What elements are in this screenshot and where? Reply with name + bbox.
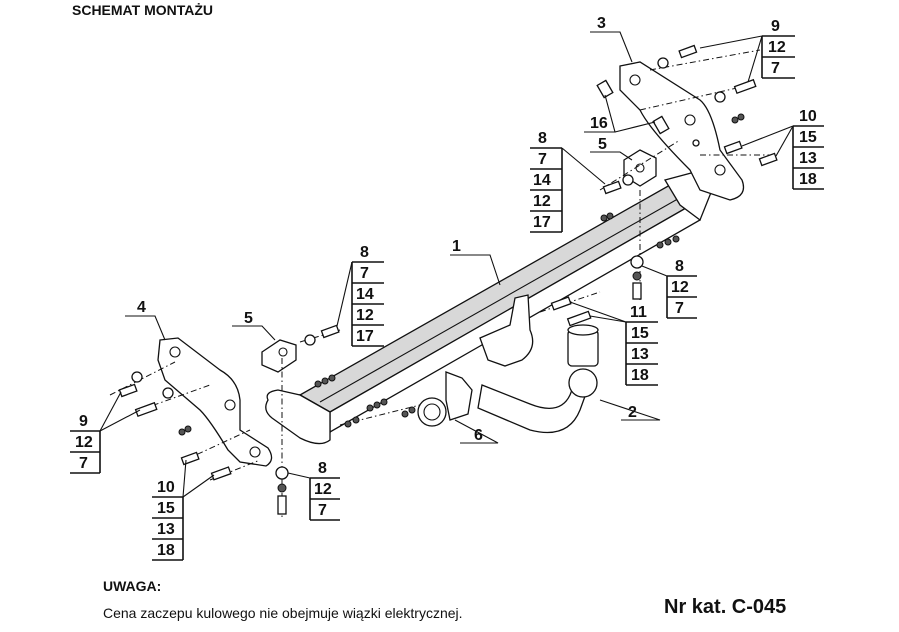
stack-item: 8 xyxy=(360,244,369,261)
left-bracket xyxy=(157,337,273,467)
stack-item: 15 xyxy=(799,129,817,146)
note-heading: UWAGA: xyxy=(103,578,162,594)
stack-item: 8 xyxy=(675,258,684,275)
callout-stack-right-mid: 10 15 13 18 xyxy=(792,108,824,190)
stack-item: 7 xyxy=(538,151,547,168)
stack-item: 15 xyxy=(631,325,649,342)
callout-stack-left: 9 12 7 xyxy=(70,413,101,474)
callout-stack-right-lower: 11 15 13 18 xyxy=(625,304,658,386)
stack-item: 8 xyxy=(538,130,547,147)
label-part-5-left: 5 xyxy=(244,310,253,327)
stack-item: 8 xyxy=(318,460,327,477)
label-part-11: 11 xyxy=(630,304,647,321)
label-part-1: 1 xyxy=(452,238,461,255)
label-part-3: 3 xyxy=(597,15,606,32)
stack-item: 18 xyxy=(799,171,817,188)
fasteners xyxy=(118,44,778,515)
diagram-title: SCHEMAT MONTAŻU xyxy=(72,2,214,18)
callout-stack-top-right: 9 12 7 xyxy=(761,18,795,79)
stack-item: 9 xyxy=(771,18,780,35)
stack-item: 15 xyxy=(157,500,175,517)
stack-item: 12 xyxy=(314,481,332,498)
note-text: Cena zaczepu kulowego nie obejmuje wiązk… xyxy=(103,605,463,621)
label-part-16: 16 xyxy=(590,115,608,132)
stack-item: 7 xyxy=(675,300,684,317)
label-part-4: 4 xyxy=(137,299,146,316)
callout-stack-center: 8 7 14 12 17 xyxy=(530,130,563,233)
stack-item: 13 xyxy=(157,521,175,538)
stack-item: 10 xyxy=(157,479,175,496)
stack-item: 14 xyxy=(356,286,374,303)
catalog-number: Nr kat. C-045 xyxy=(664,596,787,618)
stack-item: 7 xyxy=(318,502,327,519)
stack-item: 12 xyxy=(671,279,689,296)
angle-bracket-left xyxy=(261,339,297,373)
callout-stack-left-low: 10 15 13 18 xyxy=(152,479,184,561)
stack-item: 10 xyxy=(799,108,817,125)
stack-item: 12 xyxy=(75,434,93,451)
leader-lines xyxy=(99,31,794,498)
stack-item: 7 xyxy=(771,60,780,77)
stack-item: 12 xyxy=(356,307,374,324)
stack-item: 7 xyxy=(79,455,88,472)
stack-item: 17 xyxy=(356,328,374,345)
socket-plate xyxy=(417,371,473,427)
callout-stack-bottom: 8 12 7 xyxy=(309,460,340,521)
ball-neck xyxy=(477,294,599,434)
stack-item: 13 xyxy=(631,346,649,363)
stack-item: 12 xyxy=(533,193,551,210)
stack-item: 18 xyxy=(631,367,649,384)
right-bracket xyxy=(619,61,745,201)
label-part-2: 2 xyxy=(628,404,637,421)
stack-item: 14 xyxy=(533,172,551,189)
label-part-5-right: 5 xyxy=(598,136,607,153)
callout-stack-right-low: 8 12 7 xyxy=(666,258,697,319)
stack-item: 18 xyxy=(157,542,175,559)
stack-item: 9 xyxy=(79,413,88,430)
stack-item: 7 xyxy=(360,265,369,282)
stack-item: 12 xyxy=(768,39,786,56)
callout-stack-left-mid: 8 7 14 12 17 xyxy=(351,244,384,347)
label-part-6: 6 xyxy=(474,427,483,444)
stack-item: 13 xyxy=(799,150,817,167)
stack-item: 17 xyxy=(533,214,551,231)
